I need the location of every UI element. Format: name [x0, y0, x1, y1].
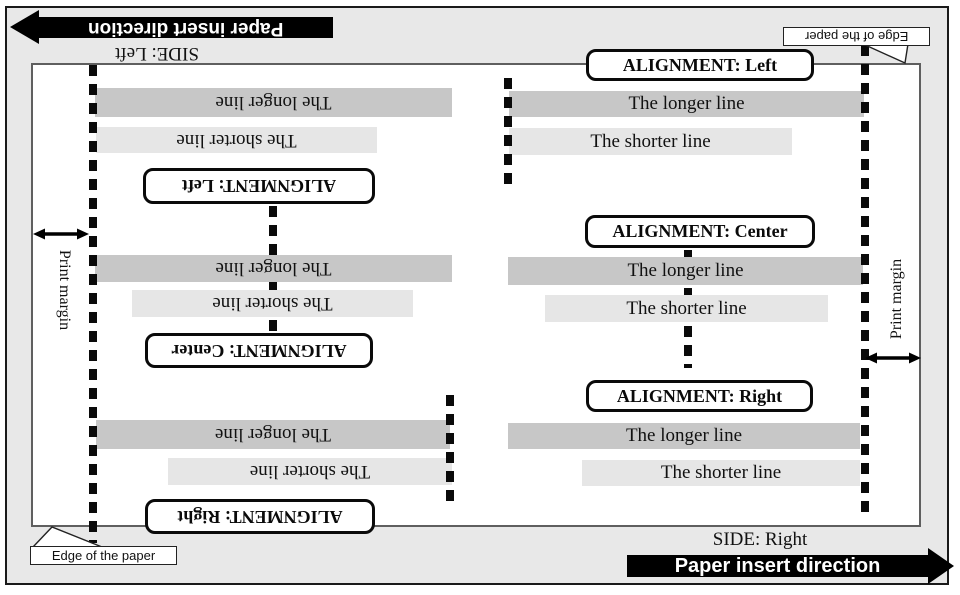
callout-tail-top-right — [862, 43, 909, 65]
paper-insert-direction-top: Paper insert direction — [38, 17, 333, 39]
bar-longer-left-1: The longer line — [95, 88, 452, 117]
side-left-label: SIDE: Left — [115, 43, 199, 64]
paper-insert-direction-bottom: Paper insert direction — [627, 555, 928, 577]
bar-shorter-left-3: The shorter line — [168, 458, 452, 485]
bar-shorter-left-2: The shorter line — [132, 290, 413, 317]
bar-shorter-right-3: The shorter line — [582, 460, 860, 486]
bar-longer-right-1: The longer line — [509, 91, 864, 117]
alignment-box-right-right: ALIGNMENT: Right — [586, 380, 813, 412]
alignment-box-right-center: ALIGNMENT: Center — [585, 215, 815, 248]
alignment-box-left-left: ALIGNMENT: Left — [143, 168, 375, 204]
bar-longer-left-2: The longer line — [95, 255, 452, 282]
arrowhead-right-icon — [928, 548, 954, 584]
paper-insert-direction-top-label: Paper insert direction — [87, 17, 284, 39]
edge-of-paper-label-top-right: Edge of the paper — [804, 29, 909, 44]
edge-of-paper-callout-bottom-left: Edge of the paper — [30, 546, 177, 565]
alignment-mark-right-left-half — [446, 395, 454, 509]
print-margin-label-left: Print margin — [56, 249, 73, 331]
print-margin-arrow-right-icon — [865, 352, 921, 364]
print-margin-label-right: Print margin — [888, 258, 905, 340]
bar-longer-right-3: The longer line — [508, 423, 860, 449]
paper-edge-dashed-line-left — [89, 65, 97, 543]
bar-shorter-right-2: The shorter line — [545, 295, 828, 322]
side-right-label: SIDE: Right — [712, 529, 808, 550]
bar-shorter-right-1: The shorter line — [509, 128, 792, 155]
paper-edge-dashed-line-right — [861, 45, 869, 512]
alignment-box-left-right: ALIGNMENT: Right — [145, 499, 375, 534]
bar-longer-right-2: The longer line — [508, 257, 863, 285]
print-margin-arrow-left-icon — [33, 228, 89, 240]
edge-of-paper-callout-top-right: Edge of the paper — [783, 27, 930, 46]
alignment-box-left-center: ALIGNMENT: Center — [145, 333, 373, 368]
callout-tail-bottom-left — [32, 526, 103, 548]
bar-shorter-left-1: The shorter line — [96, 127, 377, 153]
arrowhead-left-icon — [10, 10, 39, 44]
alignment-box-right-left: ALIGNMENT: Left — [586, 49, 814, 81]
alignment-mark-left-right-half — [504, 78, 512, 192]
bar-longer-left-3: The longer line — [96, 420, 450, 449]
